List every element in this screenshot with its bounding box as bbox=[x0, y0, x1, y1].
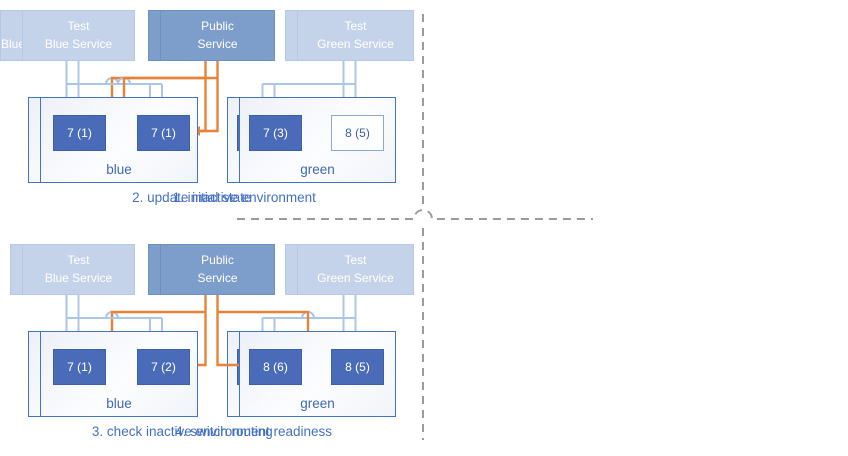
pod: 8 (5) bbox=[331, 115, 384, 151]
test-green-service-box: Test Green Service bbox=[297, 244, 414, 295]
step-caption: 3. check inactive environment readiness bbox=[91, 424, 333, 439]
step-4-panel: Test Blue Service Public Service Test Gr… bbox=[0, 228, 424, 456]
environment-label: blue bbox=[106, 396, 132, 411]
public-service-box: Public Service bbox=[160, 10, 275, 61]
pod: 8 (5) bbox=[331, 349, 384, 385]
service-label-line: Green Service bbox=[317, 270, 394, 285]
service-label-line: Blue Service bbox=[44, 270, 113, 285]
pod: 7 (1) bbox=[53, 349, 106, 385]
service-label-line: Service bbox=[197, 36, 238, 51]
blue-environment-box: 7 (1) 7 (1) blue bbox=[40, 97, 198, 183]
public-service-box: Public Service bbox=[160, 244, 275, 295]
step-caption: 2. update inactive environment bbox=[132, 190, 316, 205]
service-label-line: Test bbox=[67, 253, 90, 268]
service-label-line: Public bbox=[201, 19, 234, 34]
pod: 7 (1) bbox=[53, 115, 106, 151]
pod: 7 (3) bbox=[249, 115, 302, 151]
step-caption: 4. switch routing bbox=[175, 424, 273, 439]
service-label-line: Test bbox=[344, 19, 367, 34]
step-2-panel: Test Blue Service Public Service Test Gr… bbox=[0, 0, 424, 228]
green-environment-box: 7 (3) 8 (5) green bbox=[239, 97, 396, 183]
step-caption: 1. initial state bbox=[172, 190, 252, 205]
environment-label: green bbox=[300, 162, 335, 177]
test-green-service-box: Test Green Service bbox=[297, 10, 414, 61]
test-blue-service-box: Test Blue Service bbox=[22, 10, 135, 61]
pod: 8 (6) bbox=[249, 349, 302, 385]
environment-label: blue bbox=[106, 162, 132, 177]
blue-environment-box: 7 (1) 7 (2) blue bbox=[40, 331, 198, 417]
green-environment-box: 8 (6) 8 (5) green bbox=[239, 331, 396, 417]
test-blue-service-box: Test Blue Service bbox=[22, 244, 135, 295]
service-label-line: Test bbox=[67, 19, 90, 34]
environment-label: green bbox=[300, 396, 335, 411]
service-label-line: Green Service bbox=[317, 36, 394, 51]
pod: 7 (2) bbox=[137, 349, 190, 385]
service-label-line: Service bbox=[197, 270, 238, 285]
pod: 7 (1) bbox=[137, 115, 190, 151]
service-label-line: Public bbox=[201, 253, 234, 268]
service-label-line: Test bbox=[344, 253, 367, 268]
service-label-line: Blue Service bbox=[44, 36, 113, 51]
